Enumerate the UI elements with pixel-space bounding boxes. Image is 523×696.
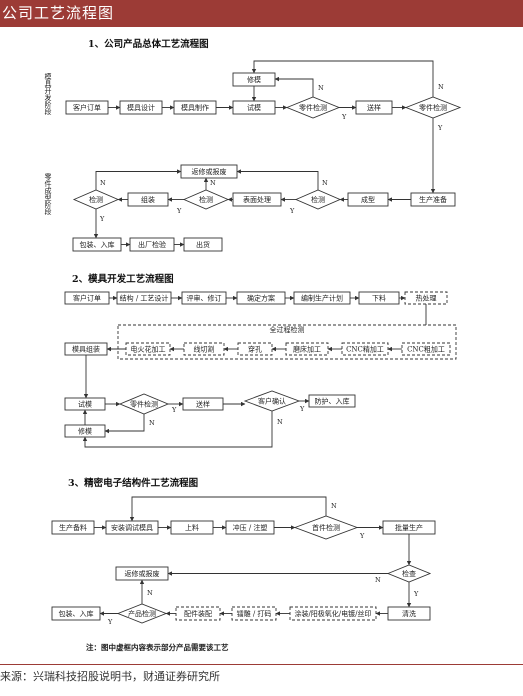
s1-customer-order: 客户订单 <box>73 103 101 112</box>
svg-text:Y: Y <box>176 207 182 215</box>
s1-ship: 出货 <box>196 240 210 249</box>
s3-parts-assembly: 配件装配 <box>184 609 212 618</box>
s3-product-check: 产品检测 <box>128 609 156 618</box>
s2-customer-order: 客户订单 <box>73 294 101 303</box>
s2-grind: 磨床加工 <box>293 345 321 354</box>
s1-repair-mold: 修模 <box>247 75 261 84</box>
s1-part-check: 零件检测 <box>299 103 327 112</box>
svg-text:Y: Y <box>299 405 305 413</box>
svg-text:Y: Y <box>107 618 113 626</box>
svg-text:Y: Y <box>359 532 365 540</box>
process-flow-diagram: 1、公司产品总体工艺流程图 模具开发阶段 零件成型阶段 客户订单 模具设计 模具… <box>44 38 462 652</box>
section2-title: 2、模具开发工艺流程图 <box>72 273 174 285</box>
s1-return-scrap: 返修或报废 <box>192 167 227 176</box>
diagram-note: 注：图中虚框内容表示部分产品需要该工艺 <box>86 642 229 652</box>
s2-wire: 线切割 <box>194 345 215 354</box>
s2-structure-design: 结构 / 工艺设计 <box>120 294 169 303</box>
s2-full-check: 全过程检测 <box>270 325 305 334</box>
s1-mold-design: 模具设计 <box>127 103 155 112</box>
s2-review: 评审、修订 <box>187 294 222 303</box>
s2-heat: 热处理 <box>416 294 437 303</box>
s3-stamping: 冲压 / 注塑 <box>233 523 268 532</box>
svg-text:N: N <box>438 83 444 91</box>
svg-text:N: N <box>322 179 328 187</box>
s1-pack: 包装、入库 <box>80 240 115 249</box>
svg-text:N: N <box>331 502 337 510</box>
svg-text:N: N <box>210 179 216 187</box>
s2-edm: 电火花加工 <box>131 345 166 354</box>
s3-mass-prod: 批量生产 <box>395 523 423 532</box>
s2-part-check: 零件检测 <box>130 400 158 409</box>
svg-text:N: N <box>100 179 106 187</box>
s1-forming: 成型 <box>361 195 375 204</box>
s2-mold-assembly: 模具组装 <box>72 345 100 354</box>
svg-text:Y: Y <box>413 590 419 598</box>
s1-inspect: 检测 <box>311 195 325 204</box>
s1-part-check2: 零件检测 <box>419 103 447 112</box>
s2-cnc-fine: CNC精加工 <box>346 345 384 354</box>
s2-plan: 编制生产计划 <box>301 294 343 303</box>
svg-text:N: N <box>375 576 381 584</box>
s1-assembly: 组装 <box>141 195 155 204</box>
svg-text:N: N <box>149 419 155 427</box>
svg-text:Y: Y <box>171 406 177 414</box>
s2-cnc-rough: CNC粗加工 <box>407 345 445 354</box>
s2-customer-confirm: 客户确认 <box>258 397 286 406</box>
s1-send-sample: 送样 <box>367 103 381 112</box>
s2-send-sample: 送样 <box>196 400 210 409</box>
svg-text:Y: Y <box>341 113 347 121</box>
svg-text:Y: Y <box>99 215 105 223</box>
s3-first-check: 首件检测 <box>312 523 340 532</box>
svg-text:N: N <box>318 84 324 92</box>
s1-inspect2: 检测 <box>199 195 213 204</box>
stage-parts-label: 零件成型阶段 <box>44 173 52 216</box>
page-banner: 公司工艺流程图 <box>0 0 523 27</box>
s1-outgoing: 出厂检验 <box>138 240 166 249</box>
s3-install-mold: 安装调试模具 <box>111 523 153 532</box>
section1-title: 1、公司产品总体工艺流程图 <box>88 38 209 50</box>
s1-trial-mold: 试模 <box>247 103 261 112</box>
s2-repair-mold: 修模 <box>78 427 92 436</box>
s2-protect: 防护、入库 <box>315 397 350 406</box>
svg-text:N: N <box>147 589 153 597</box>
s2-blank: 下料 <box>372 294 386 303</box>
s3-engrave: 镭雕 / 打码 <box>237 609 272 618</box>
s3-inspection: 检查 <box>402 569 416 578</box>
svg-text:N: N <box>277 418 283 426</box>
section3-title: 3、精密电子结构件工艺流程图 <box>68 477 198 489</box>
s2-trial-mold: 试模 <box>78 400 92 409</box>
svg-text:Y: Y <box>289 207 295 215</box>
s3-prep-material: 生产备料 <box>59 523 87 532</box>
s2-drill: 穿孔 <box>248 345 262 354</box>
footer-rule <box>0 664 523 665</box>
s3-loading: 上料 <box>185 523 199 532</box>
s3-pack: 包装、入库 <box>59 609 94 618</box>
s2-scheme: 确定方案 <box>247 294 275 303</box>
stage-mold-label: 模具开发阶段 <box>44 72 52 116</box>
s3-return-scrap: 返修或报废 <box>125 569 160 578</box>
s1-inspect3: 检测 <box>89 195 103 204</box>
s3-coating: 涂装/阳极氧化/电镀/丝印 <box>294 609 371 618</box>
svg-text:Y: Y <box>437 124 443 132</box>
source-footer: 来源：兴瑞科技招股说明书，财通证券研究所 <box>0 670 220 683</box>
s1-surface: 表面处理 <box>243 195 271 204</box>
s1-mold-making: 模具制作 <box>181 103 209 112</box>
s1-production-prep: 生产准备 <box>419 195 447 204</box>
s3-cleaning: 清洗 <box>402 609 416 618</box>
